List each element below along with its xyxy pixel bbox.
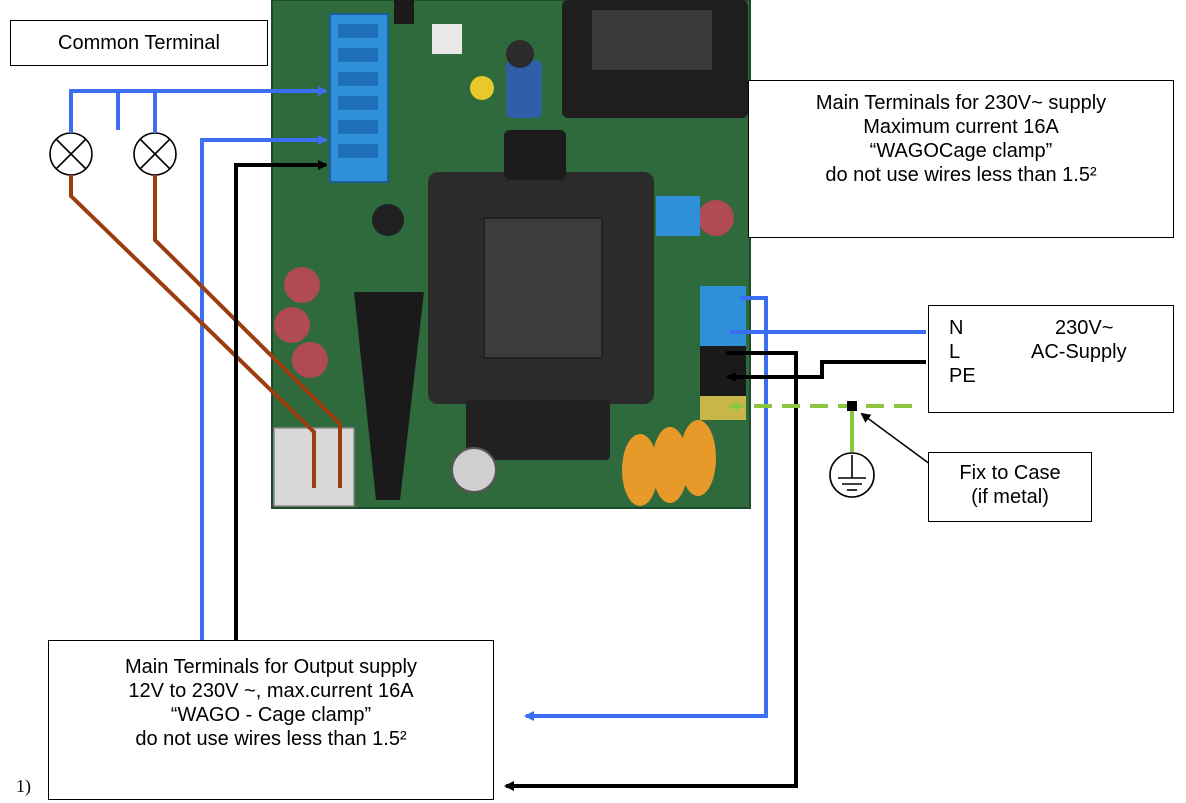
- output-line-2: 12V to 230V ~, max.current 16A: [128, 680, 414, 702]
- neutral-label: N: [949, 317, 964, 339]
- ground-icon: [829, 452, 875, 498]
- fix-to-case-line-1: Fix to Case: [959, 462, 1061, 484]
- earth-wire: [728, 401, 912, 452]
- supply-type: AC-Supply: [1031, 341, 1127, 363]
- supply-voltage: 230V~: [1055, 317, 1114, 339]
- earth-label: PE: [949, 365, 976, 387]
- ground-junction: [847, 401, 857, 411]
- output-line-1: Main Terminals for Output supply: [125, 656, 417, 678]
- main-supply-line-1: Main Terminals for 230V~ supply: [815, 92, 1107, 114]
- common-terminal-label: Common Terminal: [10, 20, 268, 66]
- output-line-4: do not use wires less than 1.5²: [135, 728, 407, 750]
- ac-supply-label: N L PE 230V~ AC-Supply: [928, 305, 1174, 413]
- main-supply-line-2: Maximum current 16A: [863, 116, 1059, 138]
- lamp-icon: [133, 132, 177, 176]
- live-label: L: [949, 341, 961, 363]
- common-terminal-text: Common Terminal: [58, 32, 220, 54]
- lamp-wires: [69, 175, 342, 488]
- main-supply-terminals-note: Main Terminals for 230V~ supply Maximum …: [748, 80, 1174, 238]
- fix-to-case-pointer: [860, 412, 939, 471]
- circuit-board-photo: [271, 0, 751, 509]
- lamp-icon: [49, 132, 93, 176]
- output-terminals-note: Main Terminals for Output supply 12V to …: [48, 640, 494, 800]
- fix-to-case-note: Fix to Case (if metal): [928, 452, 1092, 522]
- main-supply-line-4: do not use wires less than 1.5²: [825, 164, 1097, 186]
- output-line-3: “WAGO - Cage clamp”: [170, 704, 372, 726]
- fix-to-case-line-2: (if metal): [971, 486, 1049, 508]
- live-wires: [234, 160, 926, 791]
- main-supply-line-3: “WAGOCage clamp”: [869, 140, 1053, 162]
- footnote-marker: 1): [16, 776, 31, 796]
- neutral-wires: [69, 86, 926, 721]
